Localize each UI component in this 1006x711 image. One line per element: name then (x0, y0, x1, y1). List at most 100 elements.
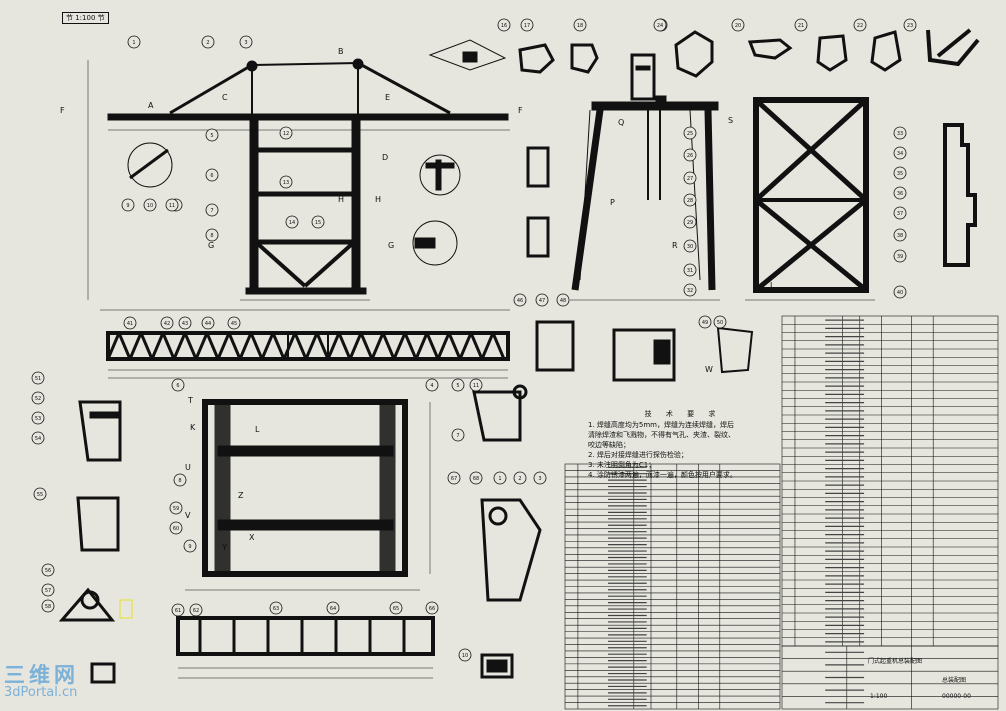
section-letter: G (388, 241, 394, 250)
section-letter: S (728, 116, 733, 125)
callout-number: 15 (315, 220, 321, 226)
callout-number: 10 (147, 203, 153, 209)
callout-balloon (285, 215, 299, 229)
top-sections (428, 28, 980, 101)
side-view-aframe (526, 95, 720, 301)
callout-balloon (425, 601, 439, 615)
callout-number: 14 (289, 220, 295, 226)
callout-balloon (31, 431, 45, 445)
callout-balloon (31, 391, 45, 405)
callout-balloon (183, 539, 197, 553)
callout-balloon (31, 411, 45, 425)
callout-number: 28 (687, 198, 693, 204)
callout-number: 59 (173, 506, 179, 512)
callout-number: 12 (283, 131, 289, 137)
callout-number: 38 (897, 233, 903, 239)
title-block-scale: 1:100 (870, 693, 888, 700)
callout-balloon (41, 583, 55, 597)
callout-balloon (451, 428, 465, 442)
callout-balloon (201, 35, 215, 49)
callout-number: 64 (330, 606, 336, 612)
callout-balloon (533, 471, 547, 485)
callout-balloon (713, 315, 727, 329)
callout-balloon (683, 283, 697, 297)
callout-number: 26 (687, 153, 693, 159)
section-letter: Z (238, 491, 244, 500)
callout-balloon (201, 316, 215, 330)
callout-balloon (520, 18, 534, 32)
callout-number: 52 (35, 396, 41, 402)
callout-number: 54 (35, 436, 41, 442)
callout-balloon (143, 198, 157, 212)
callout-number: 47 (539, 298, 545, 304)
callout-balloon (683, 126, 697, 140)
callout-balloon (31, 371, 45, 385)
callout-number: 66 (429, 606, 435, 612)
callout-number: 5 (210, 133, 213, 139)
callout-balloon (269, 601, 283, 615)
callout-balloon (121, 198, 135, 212)
callout-balloon (279, 175, 293, 189)
callout-number: 8 (210, 233, 213, 239)
watermark-cn: 三维网 (4, 663, 79, 687)
callout-number: 63 (273, 606, 279, 612)
end-view-frame (745, 97, 977, 301)
callout-number: 3 (244, 40, 247, 46)
callout-balloon (178, 316, 192, 330)
callout-balloon (556, 293, 570, 307)
callout-balloon (389, 601, 403, 615)
callout-number: 43 (182, 321, 188, 327)
callout-number: 42 (164, 321, 170, 327)
callout-number: 35 (897, 171, 903, 177)
callout-number: 1 (132, 40, 135, 46)
callout-balloon (853, 18, 867, 32)
callout-number: 25 (687, 131, 693, 137)
callout-number: 9 (188, 544, 191, 550)
callout-balloon (683, 239, 697, 253)
callout-balloon (279, 126, 293, 140)
front-view-gantry (87, 58, 510, 311)
callout-balloon (41, 563, 55, 577)
note-line: 2. 焊后对接焊缝进行探伤检验； (588, 451, 688, 459)
callout-number: 24 (657, 23, 663, 29)
callout-balloon (189, 603, 203, 617)
callout-number: 57 (45, 588, 51, 594)
callout-number: 27 (687, 176, 693, 182)
callout-balloon (425, 378, 439, 392)
title-block-drawing-name: 总装配图 (942, 677, 967, 684)
callout-balloon (893, 228, 907, 242)
callout-balloon (893, 126, 907, 140)
callout-number: 7 (210, 208, 213, 214)
callout-balloon (239, 35, 253, 49)
callout-number: 18 (577, 23, 583, 29)
callout-balloon (513, 293, 527, 307)
section-letter: F (518, 106, 523, 115)
section-letter: Q (618, 118, 624, 127)
callout-number: 61 (175, 608, 181, 614)
callout-number: 13 (283, 180, 289, 186)
callout-balloon (893, 146, 907, 160)
notes-title: 技 术 要 求 (644, 410, 722, 418)
section-letter: X (249, 533, 255, 542)
section-letter: V (185, 511, 191, 520)
callout-balloon (171, 378, 185, 392)
section-letter: L (255, 425, 260, 434)
callout-balloon (497, 18, 511, 32)
callout-balloon (227, 316, 241, 330)
callout-number: 48 (560, 298, 566, 304)
callout-balloon (123, 316, 137, 330)
callout-balloon (458, 648, 472, 662)
callout-number: 3 (538, 476, 541, 482)
callout-number: 65 (393, 606, 399, 612)
section-letter: R (672, 241, 678, 250)
callout-number: 60 (173, 526, 179, 532)
callout-balloon (513, 471, 527, 485)
section-letter: Y (221, 543, 227, 552)
callout-balloon (893, 206, 907, 220)
note-line: 1. 焊缝高度均为5mm，焊缝为连续焊缝，焊后 (588, 421, 734, 429)
scale-tag: 节 1:100 节 (62, 12, 109, 24)
section-letter: P (610, 198, 615, 207)
section-letter: W (705, 365, 713, 374)
callout-balloon (205, 228, 219, 242)
